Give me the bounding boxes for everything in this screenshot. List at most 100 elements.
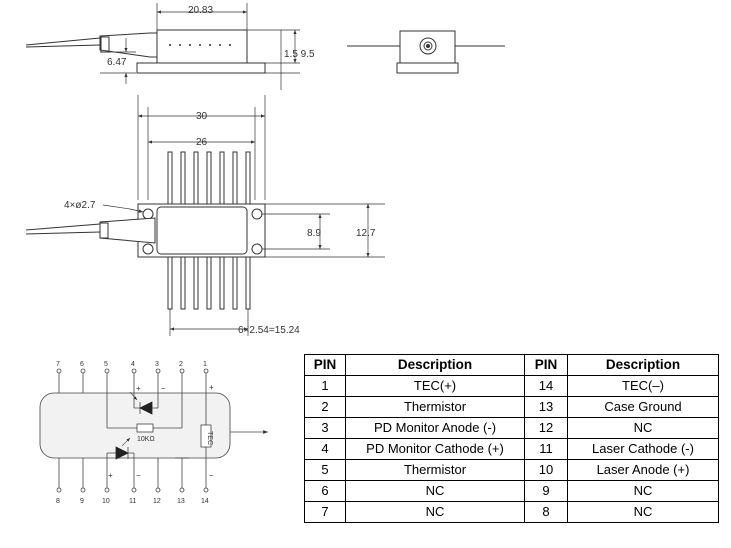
pin-cell: 4: [304, 438, 346, 460]
dim-width-top: 20.83: [188, 5, 213, 16]
pin-cell: 6: [304, 480, 346, 502]
table-row: 5 Thermistor 10 Laser Anode (+): [304, 459, 719, 481]
pin-label-12: 12: [153, 498, 161, 505]
desc-cell: Thermistor: [345, 396, 525, 418]
pins-top: [167, 151, 251, 205]
pin-label-10: 10: [102, 498, 110, 505]
pin-cell: 9: [524, 480, 568, 502]
pin-cell: 5: [304, 459, 346, 481]
desc-cell: PD Monitor Anode (-): [345, 417, 525, 439]
pin-label-13: 13: [177, 498, 185, 505]
desc-cell: NC: [345, 501, 525, 523]
dim-body-height: 12.7: [356, 228, 376, 239]
fiber-port-inner: [423, 41, 433, 51]
case-ground-symbol: [175, 457, 189, 462]
pin-cell: 12: [524, 417, 568, 439]
desc-cell: Case Ground: [567, 396, 719, 418]
header-pin-b: PIN: [524, 354, 568, 376]
pin-cell: 7: [304, 501, 346, 523]
table-row: 4 PD Monitor Cathode (+) 11 Laser Cathod…: [304, 438, 719, 460]
boot-ring-top: [99, 222, 109, 239]
desc-cell: Laser Cathode (-): [567, 438, 719, 460]
pin-cell: 2: [304, 396, 346, 418]
fiber-line-top: [25, 223, 101, 231]
thermistor-value: 10KΩ: [137, 436, 155, 443]
pin-schematic: [39, 368, 268, 493]
side-flange: [136, 62, 266, 74]
pin-label-6: 6: [80, 361, 84, 368]
dim-height-pair: 1.5 9.5: [284, 49, 315, 60]
table-row: 3 PD Monitor Anode (-) 12 NC: [304, 417, 719, 439]
header-pin-a: PIN: [304, 354, 346, 376]
schematic-bottom-numbers: 8 9 10 11 12 13 14: [56, 498, 209, 505]
bottom-pin-leads: [56, 447, 209, 493]
header-desc-a: Description: [345, 354, 525, 376]
table-row: 2 Thermistor 13 Case Ground: [304, 396, 719, 418]
schematic-package: [39, 392, 231, 459]
pin-cell: 8: [524, 501, 568, 523]
top-body: [156, 206, 248, 255]
fiber-core: [426, 44, 430, 48]
pin-table-header: PIN Description PIN Description: [304, 354, 719, 376]
pin-label-14: 14: [201, 498, 209, 505]
pin-label-9: 9: [80, 498, 84, 505]
pin-cell: 13: [524, 396, 568, 418]
pin-label-4: 4: [131, 361, 135, 368]
dim-width-inner: 26: [196, 137, 208, 148]
dim-width-outer: 30: [196, 111, 208, 122]
side-body: [156, 29, 248, 64]
pd-plus-sign: +: [136, 384, 141, 393]
end-view: [347, 30, 505, 74]
pin-label-11: 11: [129, 498, 136, 505]
ld-plus-sign: +: [108, 471, 113, 480]
pin-label-1: 1: [203, 361, 207, 368]
boot-ring: [100, 36, 110, 53]
tec-plus-sign: +: [209, 383, 214, 392]
pin-table: PIN Description PIN Description 1 TEC(+)…: [304, 354, 719, 523]
thermistor-symbol: [107, 423, 182, 433]
fiber-line-side-2: [25, 44, 101, 48]
tec-label: TEC: [206, 431, 213, 445]
pin-dots-side: [169, 44, 231, 46]
pin-cell: 14: [524, 375, 568, 397]
desc-cell: Thermistor: [345, 459, 525, 481]
dim-hole: 4×ø2.7: [64, 200, 96, 211]
fiber-line-side: [25, 37, 101, 46]
desc-cell: TEC(+): [345, 375, 525, 397]
pins-bottom: [167, 256, 251, 310]
desc-cell: PD Monitor Cathode (+): [345, 438, 525, 460]
fiber-port-outer: [419, 37, 437, 55]
pin-label-3: 3: [155, 361, 159, 368]
desc-cell: TEC(–): [567, 375, 719, 397]
dim-hole-pitch: 8.9: [307, 228, 321, 239]
top-view: [25, 95, 385, 336]
pd-minus-sign: −: [161, 384, 166, 393]
laser-diode-symbol: [106, 437, 135, 460]
table-row: 1 TEC(+) 14 TEC(–): [304, 375, 719, 397]
side-view: [25, 3, 300, 90]
table-row: 6 NC 9 NC: [304, 480, 719, 502]
desc-cell: NC: [567, 417, 719, 439]
pin-cell: 3: [304, 417, 346, 439]
dim-fiber-height: 6.47: [107, 57, 127, 68]
schematic-top-numbers: 7 6 5 4 3 2 1: [56, 361, 207, 368]
pin-label-8: 8: [56, 498, 60, 505]
pin-label-7: 7: [56, 361, 60, 368]
ld-minus-sign: −: [136, 471, 141, 480]
dim-pin-pitch: 6×2.54=15.24: [238, 325, 300, 336]
fiber-line-top-2: [25, 231, 101, 235]
desc-cell: Laser Anode (+): [567, 459, 719, 481]
desc-cell: NC: [345, 480, 525, 502]
tec-minus-sign: −: [209, 471, 214, 480]
end-flange: [396, 62, 459, 74]
mount-hole-bl: [142, 243, 154, 255]
desc-cell: NC: [567, 480, 719, 502]
pin-cell: 11: [524, 438, 568, 460]
table-row: 7 NC 8 NC: [304, 501, 719, 523]
top-pin-leads: [56, 368, 209, 428]
pin-label-5: 5: [104, 361, 108, 368]
pin-label-2: 2: [179, 361, 183, 368]
photodiode-symbol: [129, 391, 159, 415]
header-desc-b: Description: [567, 354, 719, 376]
